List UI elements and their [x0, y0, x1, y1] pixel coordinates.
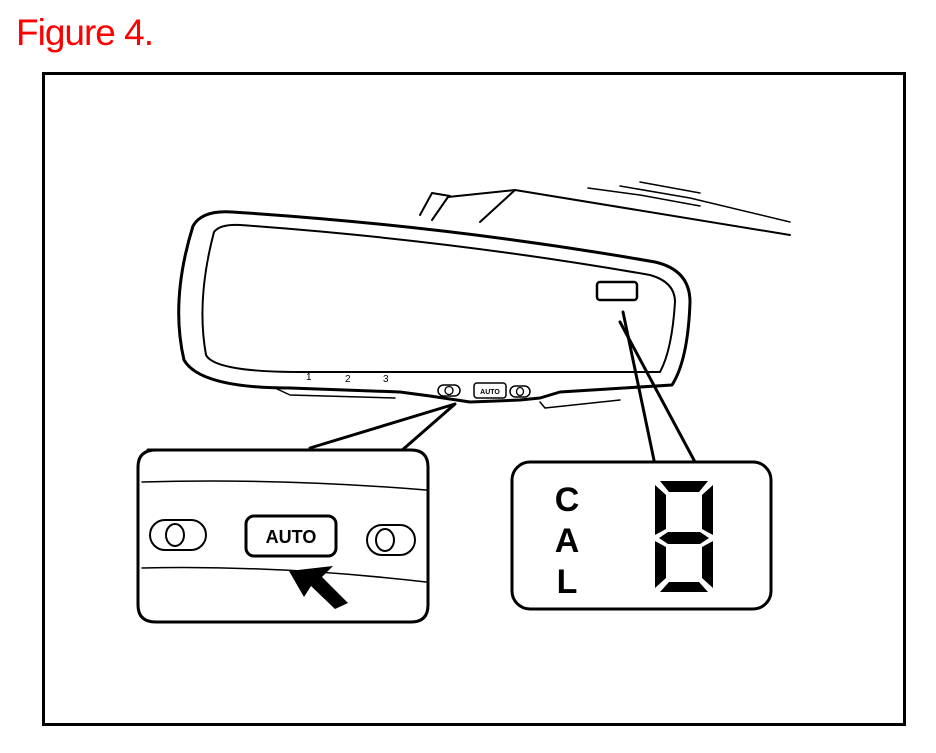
- segment-g: [659, 532, 709, 544]
- zoom-auto-button-label: AUTO: [266, 527, 317, 547]
- segment-c: [702, 541, 713, 588]
- segment-b: [702, 485, 713, 535]
- seven-segment-digit: [655, 481, 713, 592]
- rearview-mirror: 1 2 3 AUTO: [177, 210, 692, 409]
- mirror-sensor-window: [595, 280, 639, 302]
- segment-e: [655, 541, 666, 588]
- windshield-lines: [419, 181, 791, 236]
- zoom-right-indicator-icon: [366, 524, 416, 556]
- zoom-left-indicator-icon: [149, 519, 207, 551]
- mirror-preset-label-3: 3: [383, 374, 389, 385]
- mirror-auto-button-label: AUTO: [480, 389, 500, 396]
- segment-a: [660, 481, 708, 492]
- zoom-button-panel: AUTO: [136, 448, 430, 624]
- cal-letter-c: C: [555, 481, 580, 519]
- segment-d: [660, 582, 708, 592]
- callout-lines: [308, 310, 697, 467]
- figure-title: Figure 4.: [16, 12, 154, 53]
- left-indicator-icon: [437, 384, 461, 397]
- figure-frame: [42, 72, 906, 726]
- cal-letter-l: L: [557, 563, 578, 601]
- mirror-preset-label-2: 2: [345, 374, 351, 385]
- mirror-preset-label-1: 1: [306, 372, 312, 383]
- right-indicator-icon: [509, 385, 531, 398]
- zoom-display-panel: C A L: [510, 460, 773, 611]
- cal-letter-a: A: [555, 522, 580, 560]
- segment-f: [655, 485, 666, 535]
- zoom-auto-button[interactable]: AUTO: [244, 514, 338, 558]
- mirror-auto-button[interactable]: AUTO: [473, 382, 507, 399]
- press-arrow-icon: [289, 566, 348, 609]
